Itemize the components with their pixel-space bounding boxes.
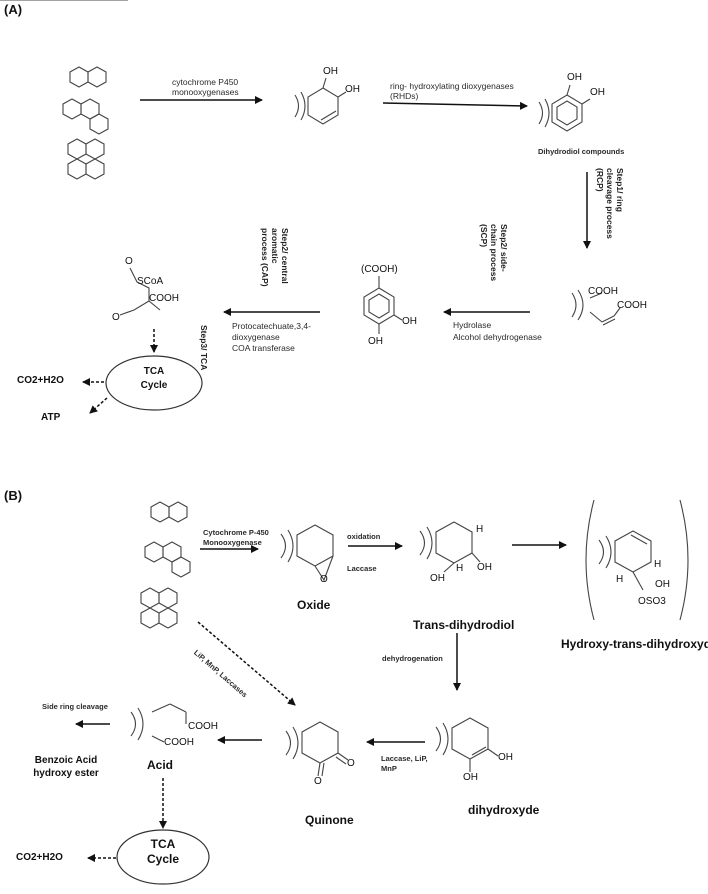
cooh-paren-label: (COOH): [361, 264, 398, 275]
ketoadipyl-coa-structure: [0, 0, 161, 316]
co2-h2o-label-b: CO2+H2O: [16, 852, 63, 863]
oh-label-cis-1: OH: [323, 66, 338, 77]
h-label-conj-1: H: [654, 559, 662, 570]
oh-label-cat-1: OH: [567, 72, 582, 83]
h-label-conj-2: H: [616, 574, 624, 585]
arrow-atp-a: [89, 397, 108, 414]
laccase-lip-mnp-label-line1: Laccase, LiP,: [381, 754, 428, 763]
phenanthrene-structure-b: [144, 541, 191, 578]
dihydroxy-aromatic-structure: [538, 84, 591, 132]
arrow-rhd-a: [382, 101, 528, 110]
scoa-label: SCoA: [137, 276, 164, 287]
oso3-label: OSO3: [638, 596, 666, 607]
cis-dihydrodiol-structure: [294, 77, 347, 125]
phenanthrene-structure-a: [62, 98, 109, 135]
cooh-label-rcp-1: COOH: [588, 286, 618, 297]
step3-tca-label-a: Step3/ TCA: [199, 325, 209, 371]
rhd-label-line1: ring- hydroxylating dioxygenases: [390, 81, 514, 91]
sulfate-conjugate-structure: [585, 499, 689, 621]
quinone-structure: [285, 721, 349, 777]
tca-cycle-label-a-line2: Cycle: [140, 380, 168, 391]
oh-label-trans-1: OH: [477, 562, 492, 573]
cooh-label-acid-1: COOH: [188, 721, 218, 732]
oxo-label-coa-2: O: [112, 312, 120, 323]
panel-b-label: (B): [4, 488, 23, 503]
dehydrogenation-label: dehydrogenation: [382, 654, 443, 663]
protocatechuate-label-line1: Protocatechuate,3,4-: [232, 321, 311, 331]
tca-cycle-label-a-line1: TCA: [143, 366, 165, 377]
step2-cap-label: Step2/ central aromatic process (CAP): [260, 228, 290, 287]
oxo-label-coa-1: O: [125, 256, 133, 267]
quinone-label: Quinone: [305, 813, 354, 827]
co2-h2o-label-a: CO2+H2O: [17, 375, 64, 386]
tca-cycle-ellipse-b: [116, 829, 210, 885]
benzoic-acid-label-line2: hydroxy ester: [33, 768, 99, 779]
dihydrodiol-compounds-label: Dihydrodiol compounds: [538, 147, 625, 156]
cyp450-label-line2: monooxygenases: [172, 87, 239, 97]
alcohol-dehydrogenase-label: Alcohol dehydrogenase: [453, 332, 542, 342]
oxygen-label-quinone-1: O: [314, 776, 322, 787]
oh-label-trans-2: OH: [430, 573, 445, 584]
pyrene-structure-a: [67, 138, 105, 180]
h-label-trans-1: H: [476, 524, 484, 535]
acid-label: Acid: [147, 758, 174, 772]
cyp450-label-b-line1: Cytochrome P-450: [203, 528, 269, 537]
atp-label: ATP: [41, 412, 61, 423]
cooh-label-coa: COOH: [149, 293, 179, 304]
step2-scp-label: Step2/ side- chain process (SCP): [479, 224, 509, 282]
rhd-label-line2: (RHDs): [390, 91, 419, 101]
oh-label-cat-2: OH: [590, 87, 605, 98]
oxide-label: Oxide: [297, 598, 331, 612]
naphthalene-structure-a: [69, 66, 107, 88]
h-label-trans-2: H: [456, 563, 464, 574]
ring-opened-acid-structure: [130, 703, 187, 743]
cyp450-label-b-line2: Monooxygenase: [203, 538, 262, 547]
ring-cleavage-acid-structure: [571, 289, 621, 326]
tca-cycle-ellipse-a: [105, 355, 203, 411]
oh-label-proto-1: OH: [402, 316, 417, 327]
coa-transferase-label: COA transferase: [232, 343, 295, 353]
laccase-lip-mnp-label-line2: MnP: [381, 764, 397, 773]
tca-cycle-label-b-line2: Cycle: [146, 852, 180, 866]
arrow-lip-mnp-b: [197, 621, 296, 706]
trans-dihydrodiol-structure: [419, 521, 481, 573]
oh-label-dihydroxyde-1: OH: [463, 772, 478, 783]
hydroxy-trans-dihydroxyde-label: Hydroxy-trans-dihydroxyde: [561, 637, 708, 651]
tca-cycle-label-b-line1: TCA: [150, 837, 176, 851]
hydrolase-label: Hydrolase: [453, 320, 492, 330]
cyp450-label-line1: cytochrome P450: [172, 77, 239, 87]
dihydroxyde-label: dihydroxyde: [468, 803, 540, 817]
trans-dihydrodiol-label: Trans-dihydrodiol: [413, 618, 515, 632]
pyrene-structure-b: [140, 587, 178, 629]
laccase-label: Laccase: [347, 564, 377, 573]
cooh-label-acid-2: COOH: [164, 737, 194, 748]
oh-label-dihydroxyde-2: OH: [498, 752, 513, 763]
step1-rcp-label: Step1/ ring cleavage process (RCP): [595, 168, 625, 239]
protocatechuate-label-line2: dioxygenase: [232, 332, 280, 342]
benzoic-acid-label-line1: Benzoic Acid: [34, 755, 98, 766]
dihydroxyde-structure: [435, 717, 499, 772]
cooh-label-rcp-2: COOH: [617, 300, 647, 311]
protocatechuate-structure: [363, 276, 403, 334]
arene-oxide-structure: [280, 524, 334, 582]
oxygen-label-quinone-2: O: [347, 758, 355, 769]
oxidation-label: oxidation: [347, 532, 381, 541]
naphthalene-structure-b: [150, 501, 188, 523]
panel-a-label: (A): [4, 2, 23, 17]
oxygen-label-oxide: O: [320, 574, 328, 585]
oh-label-cis-2: OH: [345, 84, 360, 95]
oh-label-conj: OH: [655, 579, 670, 590]
oh-label-proto-2: OH: [368, 336, 383, 347]
side-ring-cleavage-label: Side ring cleavage: [42, 702, 108, 711]
